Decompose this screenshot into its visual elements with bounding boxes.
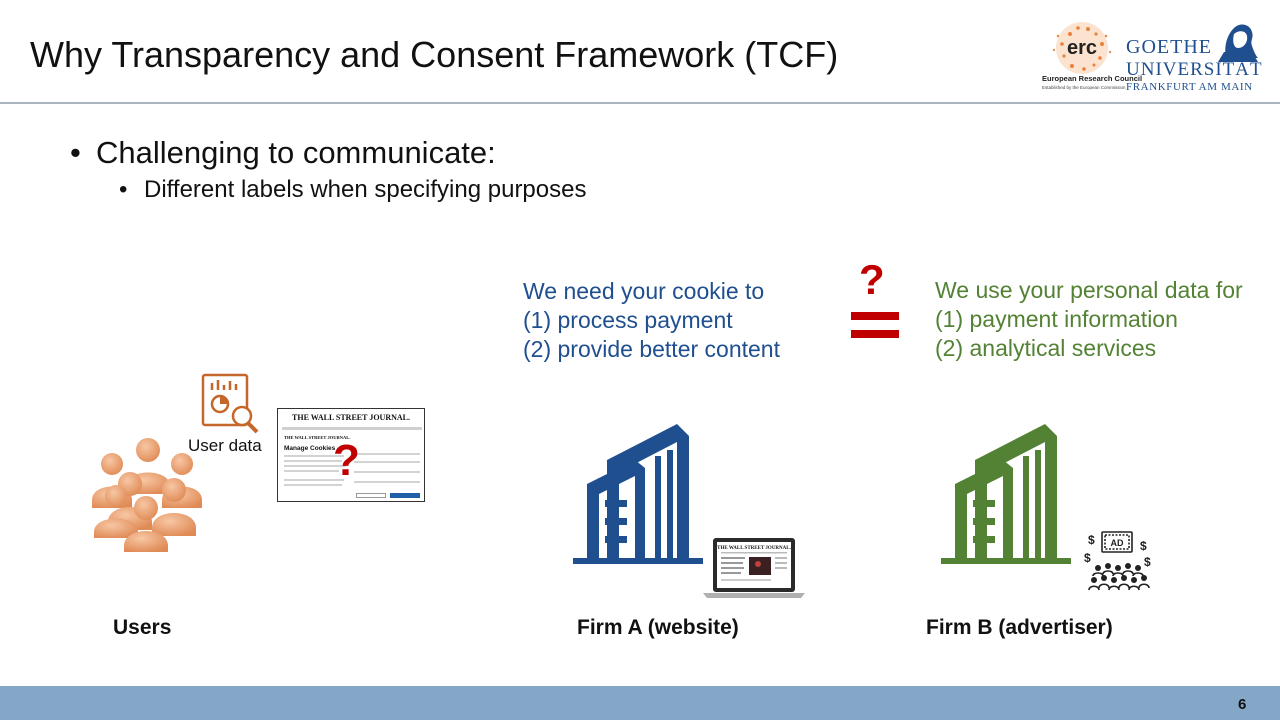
svg-text:$: $ (1140, 539, 1147, 553)
erc-name: European Research Council (1042, 74, 1143, 83)
title-divider (0, 102, 1280, 104)
popup-masthead: THE WALL STREET JOURNAL. (292, 413, 410, 422)
user-data-label: User data (188, 436, 262, 455)
laptop-icon: THE WALL STREET JOURNAL. (703, 538, 805, 598)
firm-a-statement: We need your cookie to (1) process payme… (523, 277, 780, 364)
advertising-audience-icon: AD $ $ $ $ (1084, 531, 1151, 591)
bullet-2: Different labels when specifying purpose… (144, 176, 587, 203)
bullet-1: Challenging to communicate: (96, 135, 496, 170)
popup-reject-button (356, 493, 386, 498)
popup-heading: Manage Cookies (284, 445, 336, 452)
svg-text:$: $ (1084, 551, 1091, 565)
erc-subtitle: Established by the European Commission (1042, 85, 1126, 90)
office-building-icon (573, 424, 703, 564)
erc-logo: erc (1052, 22, 1112, 74)
people-group-icon (92, 438, 202, 552)
svg-text:$: $ (1144, 555, 1151, 569)
office-building-icon (941, 424, 1071, 564)
firm-b-statement: We use your personal data for (1) paymen… (935, 276, 1243, 363)
users-label: Users (113, 616, 172, 639)
firm-b-label: Firm B (advertiser) (926, 616, 1113, 639)
goethe-portrait-icon (1218, 24, 1258, 62)
popup-small-masthead: THE WALL STREET JOURNAL. (284, 435, 351, 440)
firm-b-statement-line-2: (1) payment information (935, 306, 1178, 332)
firm-a-statement-line-2: (1) process payment (523, 307, 733, 333)
ad-sign-text: AD (1111, 538, 1124, 548)
laptop-masthead: THE WALL STREET JOURNAL. (717, 546, 791, 551)
bullet-marker-2: • (119, 176, 128, 203)
report-magnifier-icon (201, 373, 259, 434)
firm-a-label: Firm A (website) (577, 616, 739, 639)
popup-accept-button (390, 493, 420, 498)
svg-text:$: $ (1088, 533, 1095, 547)
bullet-marker-1: • (70, 135, 81, 170)
firm-a-statement-line-3: (2) provide better content (523, 336, 780, 362)
comparison-question-mark: ? (859, 256, 885, 303)
slide-title: Why Transparency and Consent Framework (… (30, 34, 839, 75)
footer-bar (0, 686, 1280, 720)
overlay-question-mark: ? (333, 436, 360, 485)
goethe-logo-line-1: GOETHE (1126, 36, 1212, 58)
erc-wordmark: erc (1067, 37, 1097, 59)
firm-a-statement-line-1: We need your cookie to (523, 278, 765, 304)
firm-b-statement-line-1: We use your personal data for (935, 277, 1243, 303)
cookie-consent-screenshot: THE WALL STREET JOURNAL. THE WALL STREET… (277, 408, 425, 502)
goethe-logo-line-3: FRANKFURT AM MAIN (1126, 81, 1253, 93)
page-number: 6 (1238, 696, 1247, 713)
equals-sign-icon (851, 312, 899, 338)
popup-nav-bar (282, 427, 422, 430)
goethe-logo-line-2: UNIVERSITÄT (1126, 59, 1263, 80)
firm-b-statement-line-3: (2) analytical services (935, 335, 1157, 361)
